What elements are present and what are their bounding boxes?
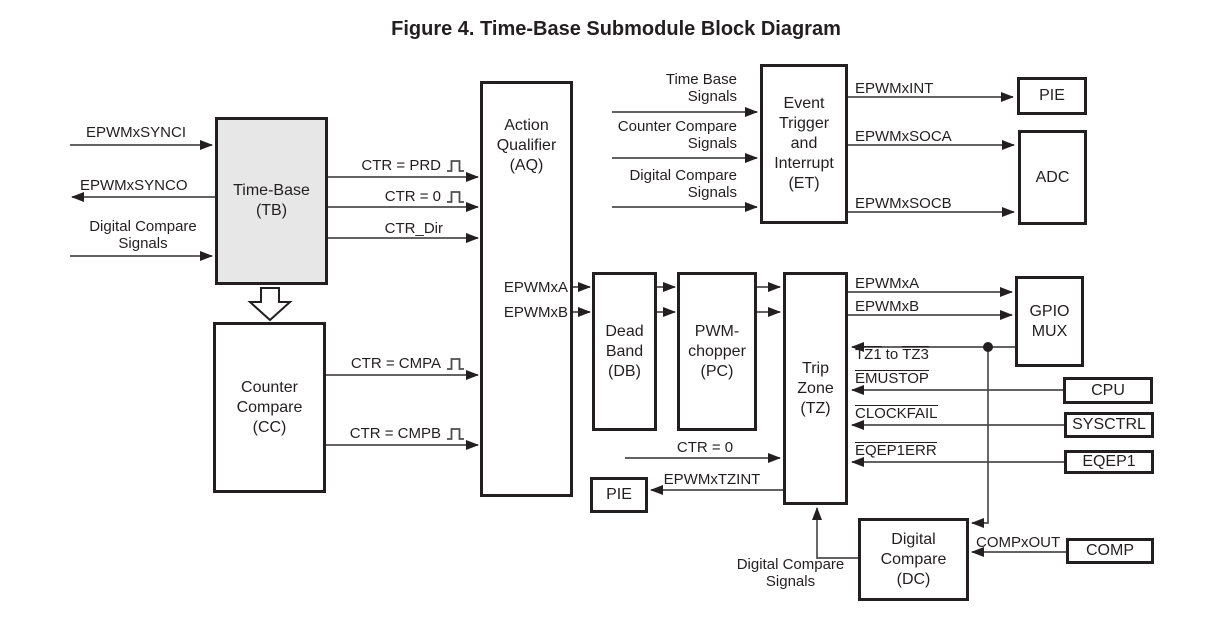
eqep1-block: EQEP1 <box>1064 450 1154 474</box>
time-base-label: Time-Base (TB) <box>233 182 310 219</box>
ctr-prd-text: CTR = PRD <box>361 157 441 174</box>
trip-zone-label: Trip Zone (TZ) <box>797 359 834 417</box>
clockfail-text: CLOCKFAIL <box>855 405 938 422</box>
adc-label: ADC <box>1035 168 1070 186</box>
signal-digital-compare-left: Digital Compare Signals <box>89 218 197 252</box>
signal-ctr-zero-tz: CTR = 0 <box>676 439 734 456</box>
signal-epwmxsynci: EPWMxSYNCI <box>86 124 187 141</box>
ctr-zero-text: CTR = 0 <box>384 188 441 205</box>
signal-ctr-zero: CTR = 0 <box>385 189 466 205</box>
comp-block: COMP <box>1066 538 1154 564</box>
pwm-chopper-block: PWM- chopper (PC) <box>677 272 757 431</box>
emustop-text: EMUSTOP <box>855 370 929 387</box>
signal-clockfail: CLOCKFAIL <box>855 405 938 423</box>
tz1-text: TZ1 <box>855 346 882 363</box>
tz-to-text: to <box>885 346 899 363</box>
comp-label: COMP <box>1086 542 1134 559</box>
signal-epwmxsoca: EPWMxSOCA <box>855 128 952 145</box>
signal-compxout: COMPxOUT <box>976 534 1061 551</box>
sysctrl-label: SYSCTRL <box>1072 416 1146 433</box>
signal-epwmxa-out: EPWMxA <box>855 275 920 292</box>
signal-epwmxb-out: EPWMxB <box>855 298 920 315</box>
event-trigger-block: Event Trigger and Interrupt (ET) <box>760 64 848 224</box>
signal-time-base-signals: Time Base Signals <box>665 71 737 105</box>
signal-eqep1err: EQEP1ERR <box>855 442 937 460</box>
signal-ctr-cmpa: CTR = CMPA <box>351 356 466 372</box>
pulse-icon <box>447 428 464 440</box>
action-qualifier-label: Action Qualifier (AQ) <box>496 117 557 174</box>
signal-epwmxint: EPWMxINT <box>855 80 934 97</box>
eqep1-label: EQEP1 <box>1082 453 1136 470</box>
signal-ctr-prd: CTR = PRD <box>361 158 466 174</box>
cpu-block: CPU <box>1063 377 1153 404</box>
eqep1err-text: EQEP1ERR <box>855 442 937 459</box>
dead-band-block: Dead Band (DB) <box>592 272 657 431</box>
counter-compare-label: Counter Compare (CC) <box>236 378 303 436</box>
gpio-mux-block: GPIO MUX <box>1015 276 1084 367</box>
ctr-cmpa-text: CTR = CMPA <box>350 355 441 372</box>
digital-compare-block: Digital Compare (DC) <box>858 518 969 601</box>
dead-band-label: Dead Band (DB) <box>605 322 644 380</box>
event-trigger-label: Event Trigger and Interrupt (ET) <box>774 95 834 192</box>
counter-compare-block: Counter Compare (CC) <box>213 322 326 493</box>
cpu-label: CPU <box>1091 381 1125 399</box>
signal-epwmxtzint: EPWMxTZINT <box>663 471 761 488</box>
trip-zone-block: Trip Zone (TZ) <box>783 272 848 505</box>
signal-counter-compare-signals: Counter Compare Signals <box>617 118 737 152</box>
signal-emustop: EMUSTOP <box>855 370 929 388</box>
block-arrow-tb-to-cc <box>247 287 293 322</box>
pie-top-block: PIE <box>1017 77 1087 115</box>
pulse-icon <box>447 358 464 370</box>
pie-bottom-label: PIE <box>606 486 632 503</box>
sysctrl-block: SYSCTRL <box>1064 412 1154 438</box>
pie-bottom-block: PIE <box>590 477 648 513</box>
signal-ctr-dir: CTR_Dir <box>384 220 443 237</box>
tz3-text: TZ3 <box>902 346 929 363</box>
pulse-icon <box>447 191 464 203</box>
signal-epwmxsynco: EPWMxSYNCO <box>80 177 188 194</box>
pulse-icon <box>447 160 464 172</box>
digital-compare-label: Digital Compare (DC) <box>880 530 947 588</box>
time-base-block: Time-Base (TB) <box>215 117 328 285</box>
junction-dot <box>983 342 993 352</box>
pwm-chopper-label: PWM- chopper (PC) <box>688 322 746 380</box>
action-qualifier-block: Action Qualifier (AQ) <box>480 81 573 497</box>
signal-epwmxsocb: EPWMxSOCB <box>855 195 952 212</box>
figure-title: Figure 4. Time-Base Submodule Block Diag… <box>391 18 841 40</box>
signal-aq-epwmxb: EPWMxB <box>503 304 568 321</box>
signal-digital-compare-bottom: Digital Compare Signals <box>736 556 845 590</box>
gpio-mux-label: GPIO MUX <box>1029 302 1070 340</box>
pie-top-label: PIE <box>1039 87 1065 104</box>
signal-digital-compare-et: Digital Compare Signals <box>629 167 737 201</box>
adc-block: ADC <box>1018 130 1087 225</box>
ctr-cmpb-text: CTR = CMPB <box>349 425 441 442</box>
signal-ctr-cmpb: CTR = CMPB <box>350 426 466 442</box>
signal-aq-epwmxa: EPWMxA <box>503 279 568 296</box>
